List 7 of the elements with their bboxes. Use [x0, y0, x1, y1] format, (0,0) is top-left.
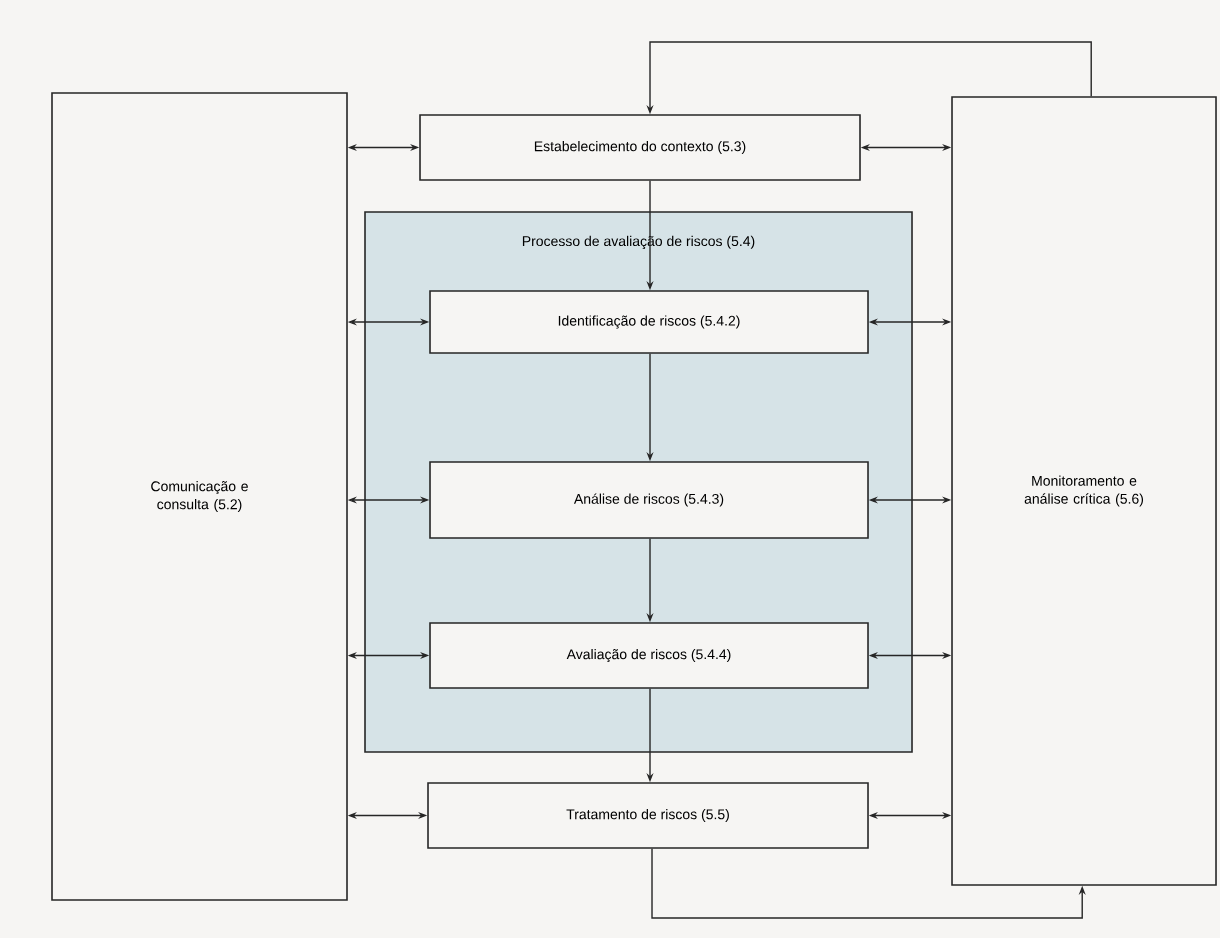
- process-box: Comunicação e consulta (5.2): [51, 92, 348, 901]
- process-box: Avaliação de riscos (5.4.4): [429, 622, 869, 689]
- process-box: Estabelecimento do contexto (5.3): [419, 114, 861, 181]
- process-box: Identificação de riscos (5.4.2): [429, 290, 869, 354]
- process-box: Tratamento de riscos (5.5): [427, 782, 869, 849]
- process-box: Análise de riscos (5.4.3): [429, 461, 869, 539]
- process-box: Monitoramento e análise crítica (5.6): [951, 96, 1217, 886]
